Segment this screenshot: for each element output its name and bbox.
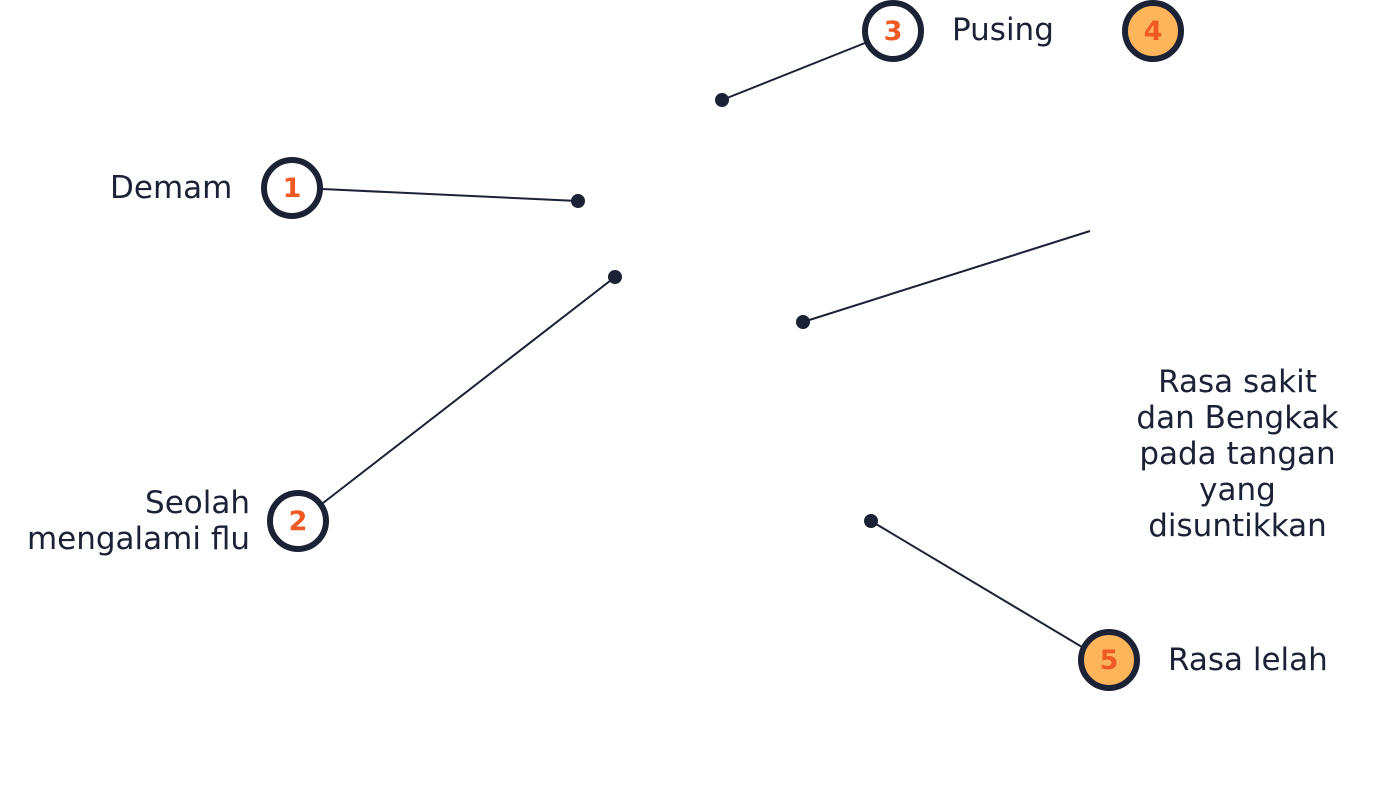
- label-line: dan Bengkak: [1136, 400, 1339, 436]
- anchor-dot-1: [571, 194, 585, 208]
- label-flu: Seolah mengalami flu: [27, 485, 250, 557]
- label-line: yang: [1199, 472, 1276, 508]
- connector-line-4: [802, 230, 1091, 323]
- connector-line-1: [321, 188, 579, 202]
- label-flu-line-2: mengalami flu: [26, 521, 250, 557]
- connector-line-5: [870, 520, 1083, 648]
- number-badge-2: 2: [267, 490, 329, 552]
- anchor-dot-5: [864, 514, 878, 528]
- connector-line-3: [721, 42, 866, 101]
- label-flu-line-1: Seolah: [145, 485, 250, 521]
- anchor-dot-2: [608, 270, 622, 284]
- label-rasa-lelah: Rasa lelah: [1168, 642, 1328, 678]
- anchor-dot-4: [796, 315, 810, 329]
- label-pusing: Pusing: [952, 12, 1054, 48]
- number-badge-5: 5: [1078, 629, 1140, 691]
- label-rasa-sakit: Rasa sakit dan Bengkak pada tangan yang …: [1120, 364, 1355, 544]
- connector-line-2: [322, 276, 616, 504]
- label-demam: Demam: [110, 170, 233, 206]
- number-badge-1: 1: [261, 157, 323, 219]
- anchor-dot-3: [715, 93, 729, 107]
- label-line: Rasa sakit: [1158, 364, 1317, 400]
- label-line: disuntikkan: [1148, 508, 1327, 544]
- number-badge-4: 4: [1122, 0, 1184, 62]
- label-line: pada tangan: [1139, 436, 1336, 472]
- number-badge-3: 3: [862, 0, 924, 62]
